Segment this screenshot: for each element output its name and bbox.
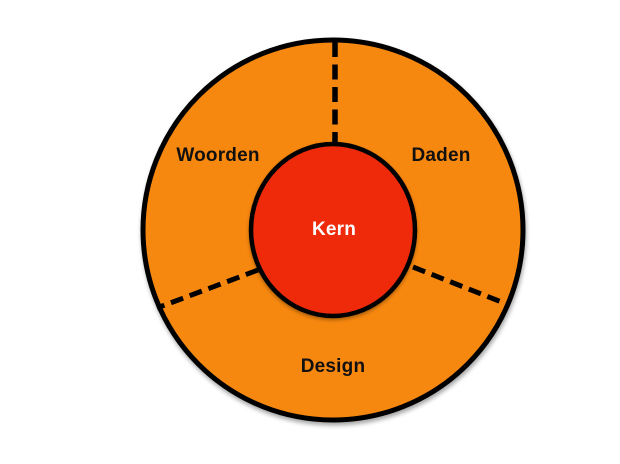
core-label-kern: Kern [311, 219, 357, 240]
core-circle [248, 141, 418, 319]
segment-label-woorden: Woorden [176, 145, 260, 166]
segment-label-design: Design [300, 356, 366, 377]
segment-label-daden: Daden [411, 145, 471, 166]
divider-lower-left-dashed-line [156, 267, 259, 311]
divider-lower-right-dashed-line [412, 264, 505, 306]
